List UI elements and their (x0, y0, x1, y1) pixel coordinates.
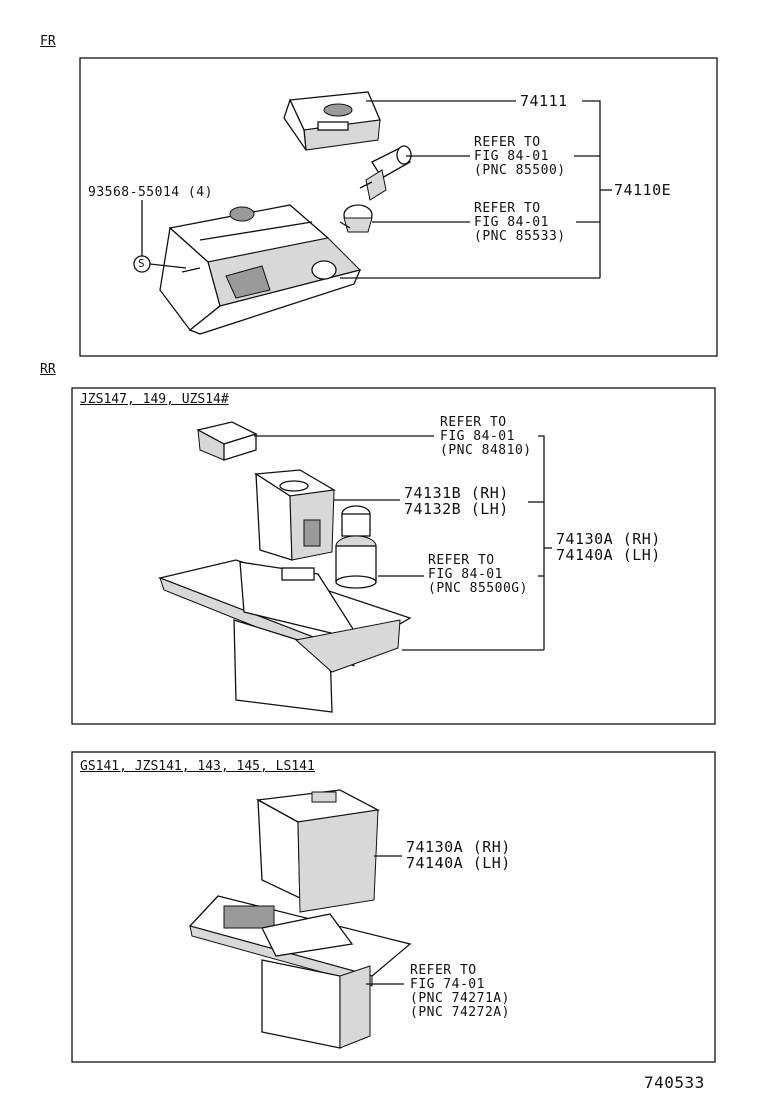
assembly-74130a-rh-2: 74130A (RH) (406, 838, 511, 856)
refer-85500-line2: FIG 84-01 (474, 149, 549, 164)
rear-console-1-illustration (157, 559, 412, 713)
part-number-74111: 74111 (520, 92, 568, 110)
refer-84810-line1: REFER TO (440, 415, 507, 430)
assembly-74140a-lh-1: 74140A (LH) (556, 546, 661, 564)
refer-74271a-line2: FIG 74-01 (410, 977, 485, 992)
rr-models-1: JZS147, 149, UZS14# (80, 392, 229, 407)
figure-number: 740533 (644, 1073, 705, 1092)
refer-85500-line3: (PNC 85500) (474, 163, 566, 178)
section-label-fr: FR (40, 34, 56, 49)
rr-frame-2 (71, 751, 716, 1063)
refer-85533-line3: (PNC 85533) (474, 229, 566, 244)
refer-85533-line2: FIG 84-01 (474, 215, 549, 230)
refer-74271a-line1: REFER TO (410, 963, 477, 978)
refer-85500-line1: REFER TO (474, 135, 541, 150)
refer-85500g-line2: FIG 84-01 (428, 567, 503, 582)
refer-74271a-line3: (PNC 74271A) (410, 991, 510, 1006)
switch-84810-illustration (196, 421, 258, 461)
section-label-rr: RR (40, 362, 56, 377)
cup-holder-74131b-illustration (254, 469, 336, 561)
refer-85533-line1: REFER TO (474, 201, 541, 216)
rr-frame-1 (71, 387, 716, 725)
screw-symbol-letter: S (138, 257, 146, 270)
refer-84810-line3: (PNC 84810) (440, 443, 532, 458)
front-console-illustration (159, 204, 362, 335)
rear-console-2-illustration (188, 895, 412, 1049)
rr-models-2: GS141, JZS141, 143, 145, LS141 (80, 759, 315, 774)
refer-74272a-line4: (PNC 74272A) (410, 1005, 510, 1020)
assembly-number-74110e: 74110E (614, 181, 672, 199)
refer-85500g-line3: (PNC 85500G) (428, 581, 528, 596)
part-number-74131b: 74131B (RH) (404, 484, 509, 502)
screw-part-number: 93568-55014 (4) (88, 185, 213, 200)
rear-cup-74130a-illustration (255, 789, 381, 913)
fr-frame (79, 57, 718, 357)
part-74111-illustration (283, 91, 381, 151)
socket-85533-illustration (339, 204, 373, 233)
assembly-74130a-rh-1: 74130A (RH) (556, 530, 661, 548)
refer-85500g-line1: REFER TO (428, 553, 495, 568)
lighter-85500g-illustration (335, 505, 377, 589)
lighter-85500-illustration (359, 145, 412, 201)
part-number-74132b: 74132B (LH) (404, 500, 509, 518)
refer-84810-line2: FIG 84-01 (440, 429, 515, 444)
assembly-74140a-lh-2: 74140A (LH) (406, 854, 511, 872)
